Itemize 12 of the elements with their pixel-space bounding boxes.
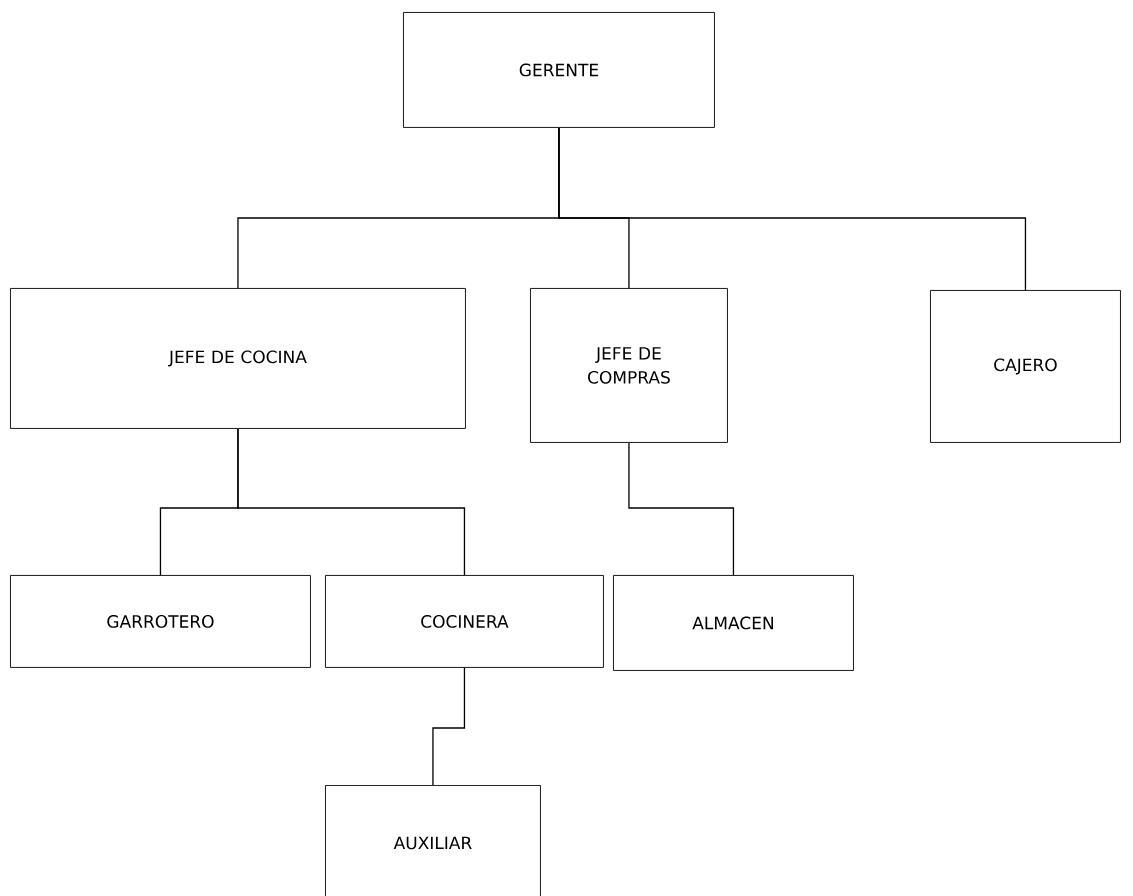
- org-box: GERENTE: [403, 12, 715, 128]
- org-box: ALMACEN: [613, 575, 854, 671]
- org-box: GARROTERO: [10, 575, 311, 668]
- connector-line: [237, 428, 466, 576]
- connector-line: [432, 667, 466, 786]
- connector-line: [628, 442, 735, 576]
- org-box: AUXILIAR: [325, 785, 541, 896]
- org-box: JEFE DE COCINA: [10, 288, 466, 429]
- connector-line: [558, 127, 1027, 291]
- org-box: CAJERO: [930, 290, 1121, 443]
- org-box: JEFE DE COMPRAS: [530, 288, 728, 443]
- org-box: COCINERA: [325, 575, 604, 668]
